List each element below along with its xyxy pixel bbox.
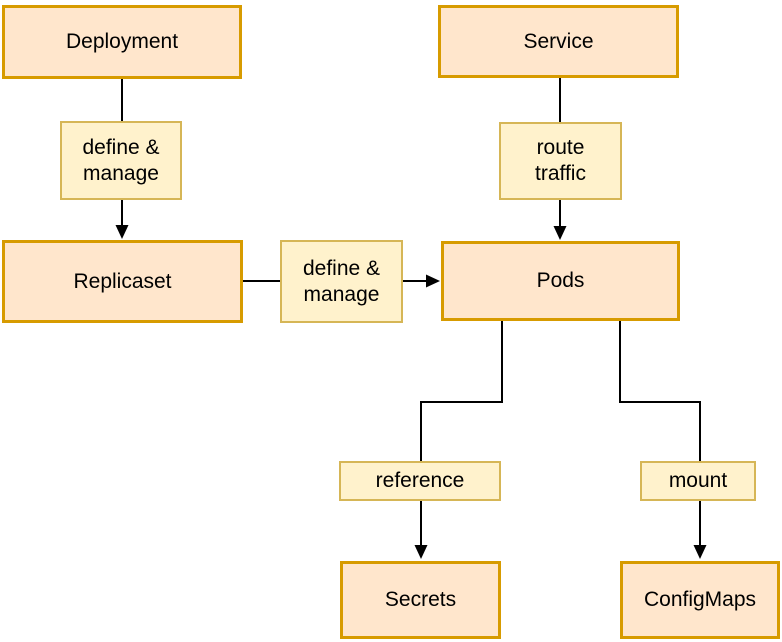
edge-label-define-manage-deployment: define & manage: [60, 121, 182, 200]
node-replicaset: Replicaset: [2, 240, 243, 323]
node-deployment: Deployment: [2, 5, 242, 79]
arrowhead-replicaset-to-pods: [426, 274, 440, 288]
arrowhead-pods-to-secrets: [414, 545, 428, 559]
node-service: Service: [438, 5, 679, 78]
edge-pods-to-configmaps: [619, 321, 701, 546]
edge-label-route-traffic: route traffic: [499, 122, 622, 200]
node-pods: Pods: [441, 241, 680, 321]
node-configmaps: ConfigMaps: [620, 561, 780, 639]
edge-pods-to-secrets: [420, 321, 503, 546]
edge-label-define-manage-replicaset: define & manage: [280, 240, 403, 323]
arrowhead-deployment-to-replicaset: [115, 225, 129, 239]
arrowhead-service-to-pods: [553, 226, 567, 240]
node-secrets: Secrets: [340, 561, 501, 639]
edge-label-reference: reference: [339, 461, 501, 501]
edge-label-mount: mount: [640, 461, 756, 501]
arrowhead-pods-to-configmaps: [693, 545, 707, 559]
